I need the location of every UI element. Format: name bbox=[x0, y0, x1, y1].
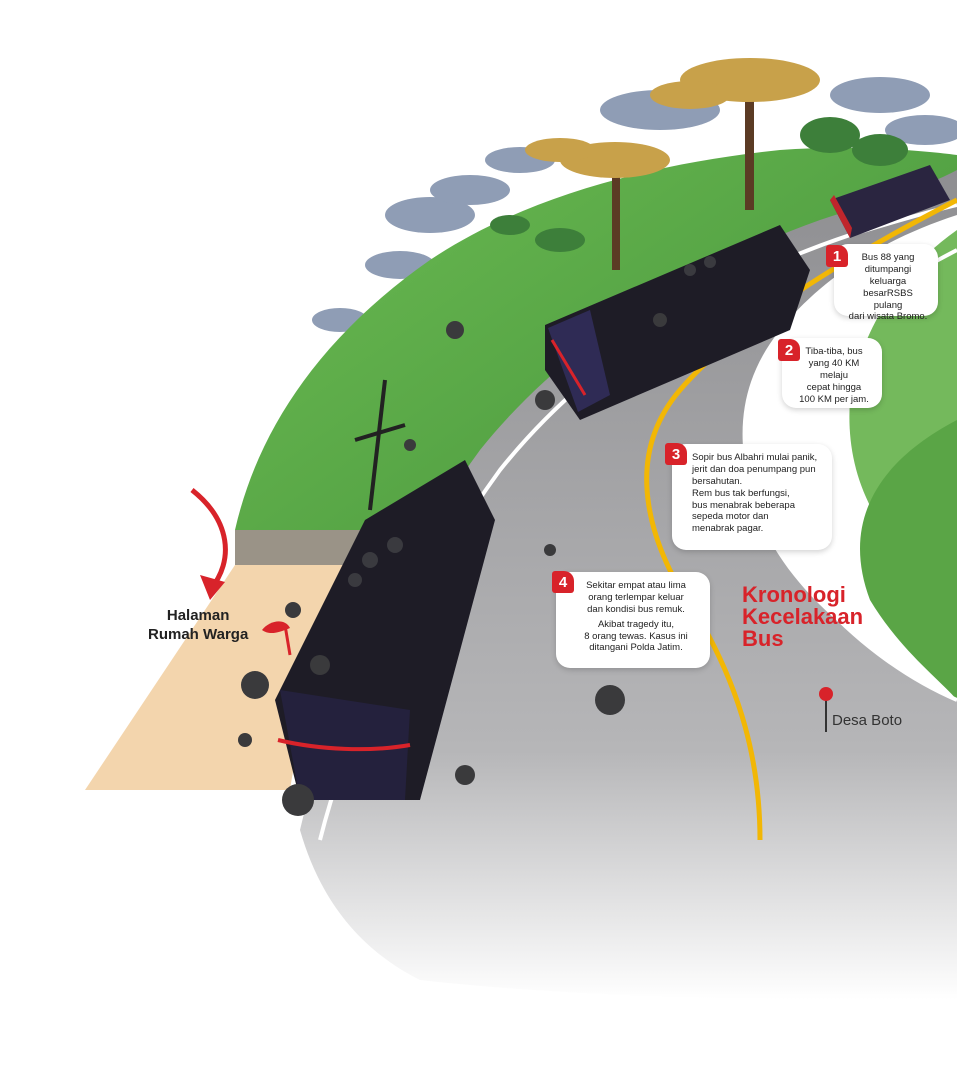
step-2-line: yang 40 KM melaju bbox=[808, 357, 860, 381]
step-4-line: Sekitar empat atau lima bbox=[586, 580, 686, 591]
yard-label-line: Rumah Warga bbox=[148, 626, 249, 643]
foreground-trees bbox=[490, 58, 908, 270]
step-4-line: orang terlempar keluar bbox=[588, 591, 684, 603]
title-line: Bus bbox=[742, 626, 784, 651]
step-4-line: dan kondisi bus remuk. bbox=[587, 603, 685, 615]
red-flag-icon bbox=[262, 621, 292, 656]
step-1-line: dari wisata Bromo. bbox=[848, 311, 928, 323]
step-4-badge: 4 bbox=[552, 571, 574, 593]
step-2-line: Tiba-tiba, bus bbox=[805, 346, 863, 357]
step-2-badge: 2 bbox=[778, 339, 800, 361]
debris-rocks bbox=[238, 313, 667, 816]
infographic-title: Kronologi Kecelakaan Bus bbox=[742, 584, 863, 650]
step-1-badge: 1 bbox=[826, 245, 848, 267]
step-1-line: Bus 88 yang bbox=[861, 252, 915, 263]
location-label: Desa Boto bbox=[832, 712, 903, 729]
step-4-line: 8 orang tewas. Kasus ini bbox=[584, 630, 688, 642]
middle-bus bbox=[545, 225, 810, 420]
step-3-line: sepeda motor dan bbox=[692, 511, 769, 523]
distant-bus bbox=[830, 165, 950, 238]
road-center-line bbox=[644, 197, 957, 841]
yard-label-line: Halaman bbox=[166, 607, 230, 624]
title-line: Kronologi bbox=[742, 582, 846, 607]
step-3-line: menabrak pagar. bbox=[692, 523, 764, 535]
step-3-callout: Sopir bus Albahri mulai panik, jerit dan… bbox=[672, 444, 832, 550]
step-3-line: jerit dan doa penumpang pun bbox=[692, 463, 816, 475]
utility-pole bbox=[354, 379, 406, 511]
step-3-line: bus menabrak beberapa bbox=[692, 499, 795, 511]
title-line: Kecelakaan bbox=[742, 604, 864, 629]
step-4-line: Akibat tragedy itu, bbox=[597, 618, 675, 630]
step-3-line: bersahutan. bbox=[692, 475, 743, 487]
step-1-line: besarRSBS pulang bbox=[863, 287, 913, 311]
step-1-callout: Bus 88 yang ditumpangi keluarga besarRSB… bbox=[834, 244, 938, 322]
location-pin-icon bbox=[819, 687, 833, 732]
step-3-line: Rem bus tak berfungsi, bbox=[692, 487, 790, 499]
step-3-badge: 3 bbox=[665, 443, 687, 465]
step-1-line: ditumpangi keluarga bbox=[864, 263, 912, 287]
step-2-line: cepat hingga bbox=[806, 381, 862, 393]
yard-label: Halaman Rumah Warga bbox=[148, 606, 248, 644]
step-2-line: 100 KM per jam. bbox=[799, 393, 869, 405]
down-arrow-icon bbox=[190, 488, 228, 592]
step-4-line: ditangani Polda Jatim. bbox=[589, 642, 683, 654]
step-4-callout: Sekitar empat atau lima orang terlempar … bbox=[556, 572, 710, 668]
step-3-line: Sopir bus Albahri mulai panik, bbox=[692, 452, 818, 463]
foreground-bus bbox=[275, 460, 495, 800]
